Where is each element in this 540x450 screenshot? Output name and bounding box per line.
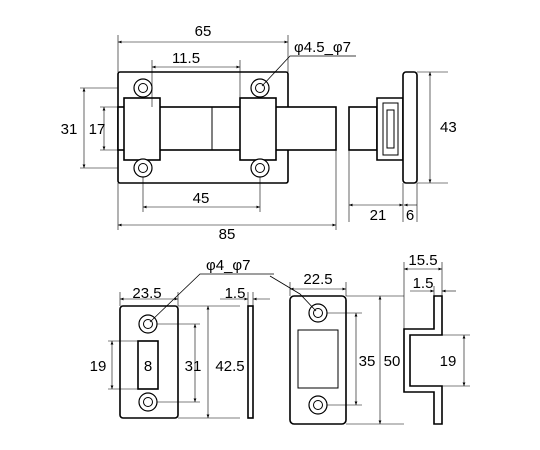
side-guide (376, 97, 404, 161)
strike-plate-edge (247, 305, 254, 419)
dim-keeper-opening: 19 (440, 353, 457, 370)
dim-strike-width: 23.5 (132, 285, 161, 302)
mount-hole-icon (133, 158, 153, 178)
side-bolt-bar (348, 106, 378, 151)
dim-keeper-thickness: 1.5 (413, 275, 434, 292)
strike-slot (137, 340, 159, 390)
dim-hole-spec: φ4.5_φ7 (294, 39, 351, 56)
mount-hole-icon (133, 78, 153, 98)
dim-side-depth: 21 (370, 207, 387, 224)
keeper-profile (403, 295, 443, 425)
mount-hole-icon (250, 158, 270, 178)
dim-keeper-depth: 15.5 (408, 252, 437, 269)
mount-hole-icon (138, 392, 158, 412)
mount-hole-icon (308, 395, 328, 415)
dim-plate-width: 65 (195, 23, 212, 40)
dim-side-height: 43 (440, 119, 457, 136)
dim-keeper-width: 22.5 (303, 271, 332, 288)
bolt-front-view: 65 11.5 φ4.5_φ7 31 17 45 85 (61, 23, 356, 243)
dim-bolt-height: 17 (89, 121, 106, 138)
bolt-side-view: 43 21 6 (348, 71, 457, 224)
keeper-plate (289, 295, 347, 425)
keeper-front-view: 22.5 35 50 (269, 271, 404, 425)
dim-strike-height: 42.5 (215, 358, 244, 375)
dim-side-plate-thickness: 6 (406, 207, 414, 224)
dim-strike-thickness: 1.5 (225, 285, 246, 302)
dim-strike-slot-height: 19 (90, 358, 107, 375)
bolt-guide-right (239, 97, 277, 161)
dim-strike-hole-spec: φ4_φ7 (206, 257, 250, 274)
dim-strike-hole-spacing: 31 (185, 358, 202, 375)
dim-keeper-hole-spacing: 35 (359, 353, 376, 370)
side-base-plate (402, 71, 418, 184)
bolt-guide-left (123, 97, 161, 161)
dim-strike-slot-width: 8 (144, 358, 152, 375)
dim-overall-length: 85 (219, 226, 236, 243)
dim-hole-spacing: 45 (193, 190, 210, 207)
dim-bolt-offset: 11.5 (172, 50, 200, 67)
dim-plate-height: 31 (61, 121, 78, 138)
keeper-recess (297, 329, 339, 389)
dim-keeper-height: 50 (384, 353, 401, 370)
keeper-side-view: 15.5 1.5 19 (403, 252, 470, 425)
strike-plate-view: 23.5 φ4_φ7 1.5 19 8 31 42.5 (90, 257, 274, 419)
